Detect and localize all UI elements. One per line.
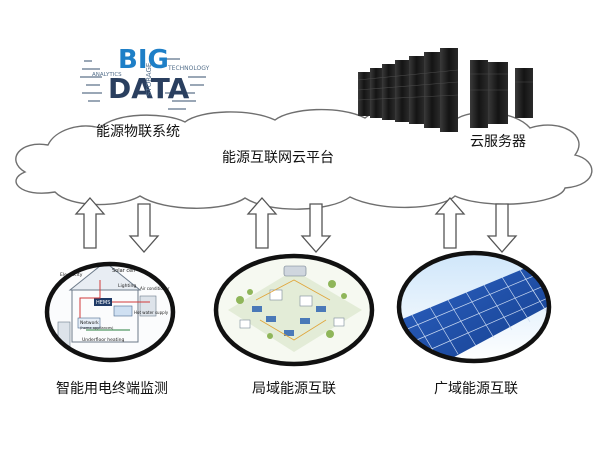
local-energy-node [213, 253, 375, 367]
cloud-server-image [357, 48, 533, 132]
cloud-platform-label: 能源互联网云平台 [222, 150, 334, 166]
node-label-local-energy: 局域能源互联 [252, 381, 336, 397]
energy-iot-system-label: 能源物联系统 [96, 124, 180, 140]
arrow-up-2 [246, 197, 278, 249]
big-data-wordcloud: BIG DATA STORAGE ANALYTICS TECHNOLOGY [80, 45, 210, 110]
hot-water-text: Hot water supply [134, 310, 169, 315]
node-label-smart-terminal: 智能用电终端监测 [56, 381, 168, 397]
arrow-up-1 [74, 197, 106, 249]
network-text: Network [80, 320, 99, 326]
arrow-down-1 [128, 203, 160, 253]
underfloor-heating-text: Underfloor heating [82, 337, 124, 343]
air-conditioner-text: Air conditioner [140, 286, 170, 291]
smart-home-node: Solar cell Electricity Lighting Air cond… [44, 261, 176, 363]
lighting-text: Lighting [118, 283, 136, 289]
big-text: BIG [118, 45, 169, 75]
solar-cell-text: Solar cell [112, 268, 135, 274]
data-text: DATA [108, 72, 190, 105]
home-appliances-text: (home appliances) [80, 326, 114, 330]
node-label-wide-area-energy: 广域能源互联 [434, 381, 518, 397]
arrow-down-3 [486, 203, 518, 253]
analytics-text: ANALYTICS [92, 72, 122, 78]
hems-text: HEMS [96, 300, 110, 306]
arrows [74, 197, 518, 253]
wide-area-energy-node [396, 250, 552, 364]
storage-text: STORAGE [145, 63, 153, 96]
cloud-shape [15, 107, 593, 210]
arrow-down-2 [300, 203, 332, 253]
cloud-server-label: 云服务器 [470, 134, 526, 150]
technology-text: TECHNOLOGY [167, 65, 210, 72]
arrow-up-3 [434, 197, 466, 249]
